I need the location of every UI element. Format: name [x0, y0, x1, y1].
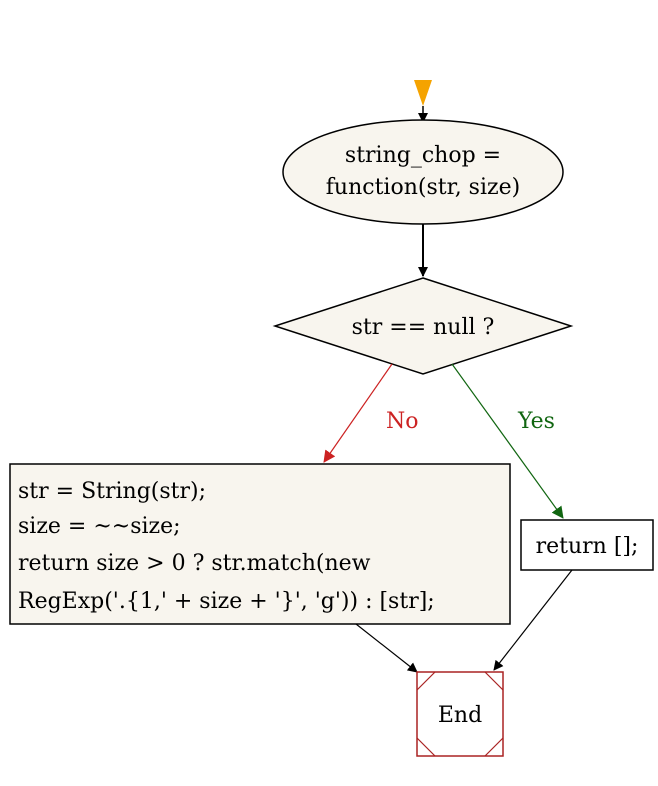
decision-node: str == null ? [272, 277, 574, 375]
start-node: string_chop = function(str, size) [282, 119, 564, 225]
edge-no-label: No [386, 409, 419, 434]
edge-process-yes-to-end [493, 569, 573, 671]
process-no-node: str = String(str); size = ~~size; return… [9, 463, 511, 625]
process-no-line: size = ~~size; [18, 514, 181, 539]
edge-process-no-to-end [355, 623, 418, 673]
edge-yes-label: Yes [517, 409, 555, 434]
process-no-line: RegExp('.{1,' + size + '}', 'g')) : [str… [18, 589, 435, 614]
start-node-line1: string_chop = [345, 143, 501, 168]
start-node-line2: function(str, size) [326, 175, 520, 200]
edge-yes [451, 363, 564, 519]
decision-label: str == null ? [352, 315, 495, 340]
edge-no [323, 363, 393, 463]
process-yes-node: return []; [520, 519, 654, 571]
process-yes-label: return []; [536, 534, 639, 559]
end-node: End [416, 671, 504, 757]
process-no-line: str = String(str); [18, 479, 206, 504]
start-marker [414, 80, 432, 106]
process-no-line: return size > 0 ? str.match(new [18, 551, 371, 576]
end-label: End [438, 703, 482, 728]
